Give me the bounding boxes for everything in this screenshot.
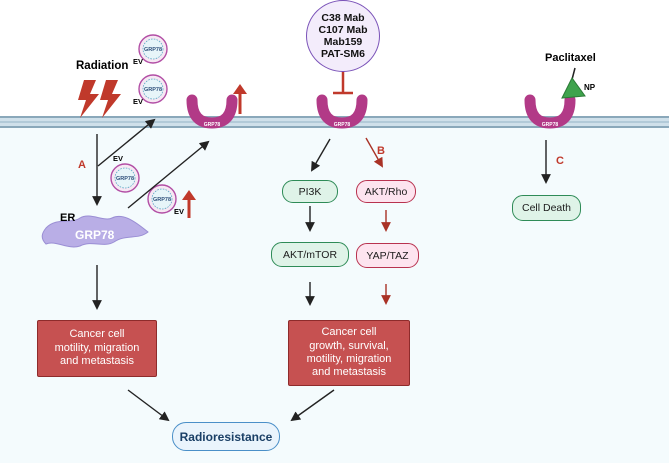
paclitaxel-nanoparticle-icon <box>561 67 586 99</box>
vesicle-label: GRP78 <box>153 197 171 203</box>
vesicle-label: GRP78 <box>144 87 162 93</box>
antibody-label: PAT-SM6 <box>321 48 365 61</box>
receptor-label: GRP78 <box>542 122 559 128</box>
arrow <box>365 137 383 168</box>
extracellular-vesicle-icon: GRP78 <box>138 74 168 104</box>
extracellular-vesicle-icon: GRP78 <box>138 34 168 64</box>
arrow <box>127 389 170 422</box>
grp78-receptor-icon: GRP78 <box>316 94 368 129</box>
radiation-bolt-icon <box>78 80 99 118</box>
receptor-label: GRP78 <box>334 122 351 128</box>
arrow <box>290 389 335 422</box>
node-pi3k: PI3K <box>282 180 338 203</box>
arrow <box>127 140 210 209</box>
outcome-line: and metastasis <box>60 355 134 368</box>
antibody-group: C38 Mab C107 Mab Mab159 PAT-SM6 <box>306 0 380 72</box>
antibody-label: Mab159 <box>323 36 363 48</box>
ev-label: EV <box>174 207 185 216</box>
ev-label: EV <box>133 97 144 106</box>
endoplasmic-reticulum-icon <box>41 215 149 248</box>
arrow <box>311 138 331 172</box>
node-yap-taz: YAP/TAZ <box>356 243 419 268</box>
ev-label: EV <box>113 154 124 163</box>
pathway-label-b: B <box>377 145 385 157</box>
extracellular-vesicle-icon: GRP78 <box>110 163 140 193</box>
node-cell-death: Cell Death <box>512 195 581 221</box>
radiation-label: Radiation <box>76 60 129 72</box>
extracellular-vesicle-icon: GRP78 <box>147 184 177 214</box>
vesicle-label: GRP78 <box>116 176 134 182</box>
pathway-label-a: A <box>78 159 86 171</box>
antibody-label: C107 Mab <box>318 23 368 36</box>
grp78-receptor-icon: GRP78 <box>186 94 238 129</box>
outcome-box-a: Cancer cell motility, migration and meta… <box>37 320 157 377</box>
outcome-box-b: Cancer cell growth, survival, motility, … <box>288 320 410 386</box>
receptor-label: GRP78 <box>204 122 221 128</box>
outcome-line: Cancer cell <box>321 326 377 339</box>
pathway-label-c: C <box>556 155 564 167</box>
outcome-line: motility, migration <box>306 353 392 365</box>
increase-arrow-icon <box>233 84 247 114</box>
antibody-label: C38 Mab <box>321 11 365 24</box>
radioresistance-outcome: Radioresistance <box>172 422 280 451</box>
arrow <box>97 118 156 167</box>
paclitaxel-label: Paclitaxel <box>545 52 596 64</box>
node-akt-rho: AKT/Rho <box>356 180 416 203</box>
np-label: NP <box>584 83 596 92</box>
outcome-line: Cancer cell <box>69 328 125 341</box>
increase-arrow-icon <box>182 190 196 218</box>
grp78-receptor-icon: GRP78 <box>524 94 576 129</box>
node-akt-mtor: AKT/mTOR <box>271 242 349 267</box>
cytoplasm-region <box>0 124 669 463</box>
er-grp78-label: GRP78 <box>75 228 115 242</box>
outcome-line: and metastasis <box>312 366 386 379</box>
radiation-bolt-icon <box>100 80 121 118</box>
outcome-line: motility, migration <box>54 341 140 354</box>
ev-label: EV <box>133 57 144 66</box>
er-label: ER <box>60 212 76 224</box>
outcome-line: growth, survival, <box>309 339 389 352</box>
vesicle-label: GRP78 <box>144 47 162 53</box>
